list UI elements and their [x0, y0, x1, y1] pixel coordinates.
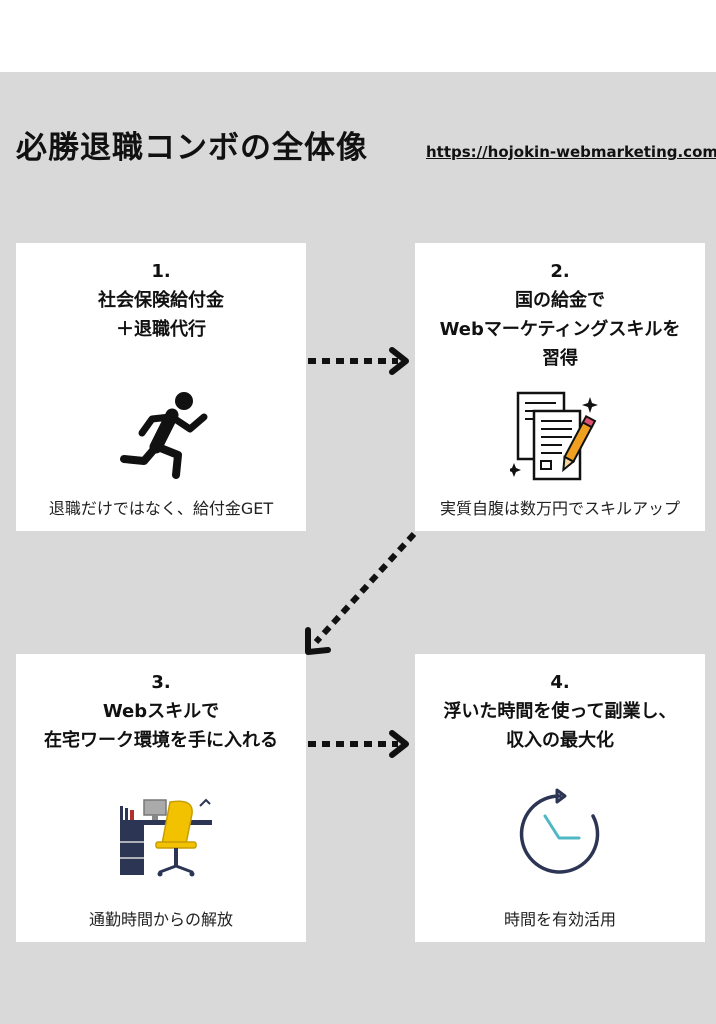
- step-2-heading: 2. 国の給金で Webマーケティングスキルを 習得: [415, 257, 705, 373]
- arrow-step1-to-step2: [308, 347, 409, 375]
- step-1-number: 1.: [151, 261, 171, 282]
- step-4-heading: 4. 浮いた時間を使って副業し、 収入の最大化: [415, 668, 705, 755]
- clock-refresh-icon: [519, 788, 600, 874]
- step-1-heading: 1. 社会保険給付金 ＋退職代行: [16, 257, 306, 344]
- step-3-caption: 通勤時間からの解放: [88, 910, 233, 929]
- step-1-line-2: ＋退職代行: [116, 319, 206, 340]
- step-2-line-1: 国の給金で: [515, 290, 605, 311]
- step-4-caption: 時間を有効活用: [503, 910, 616, 929]
- arrow-step3-to-step4: [308, 730, 409, 758]
- home-office-desk-icon: [120, 798, 212, 877]
- step-2-line-2: Webマーケティングスキルを: [439, 319, 681, 340]
- step-4-number: 4.: [550, 672, 570, 693]
- step-2-number: 2.: [550, 261, 570, 282]
- step-2-line-3: 習得: [542, 348, 578, 369]
- step-3-line-1: Webスキルで: [102, 701, 220, 722]
- arrow-step2-to-step3: [305, 531, 417, 655]
- step-card-4: 4. 浮いた時間を使って副業し、 収入の最大化 時間を有効活用: [415, 654, 705, 942]
- step-card-1: 1. 社会保険給付金 ＋退職代行 退職だけではなく、給付金GET: [16, 243, 306, 531]
- step-4-line-1: 浮いた時間を使って副業し、: [443, 701, 677, 722]
- step-1-line-1: 社会保険給付金: [98, 290, 224, 311]
- step-3-heading: 3. Webスキルで 在宅ワーク環境を手に入れる: [16, 668, 306, 755]
- site-url-link[interactable]: https://hojokin-webmarketing.com/: [426, 143, 716, 161]
- documents-pencil-icon: [510, 391, 598, 481]
- step-4-line-2: 収入の最大化: [506, 730, 614, 751]
- step-card-2: 2. 国の給金で Webマーケティングスキルを 習得 実質自腹は数万円でスキルア…: [415, 243, 705, 531]
- step-2-caption: 実質自腹は数万円でスキルアップ: [439, 499, 680, 518]
- step-3-line-2: 在宅ワーク環境を手に入れる: [44, 730, 278, 751]
- step-1-caption: 退職だけではなく、給付金GET: [48, 499, 274, 518]
- step-3-number: 3.: [151, 672, 171, 693]
- running-person-icon: [120, 392, 208, 479]
- step-card-3: 3. Webスキルで 在宅ワーク環境を手に入れる 通勤時間からの解放: [16, 654, 306, 942]
- page-title: 必勝退職コンボの全体像: [16, 130, 368, 166]
